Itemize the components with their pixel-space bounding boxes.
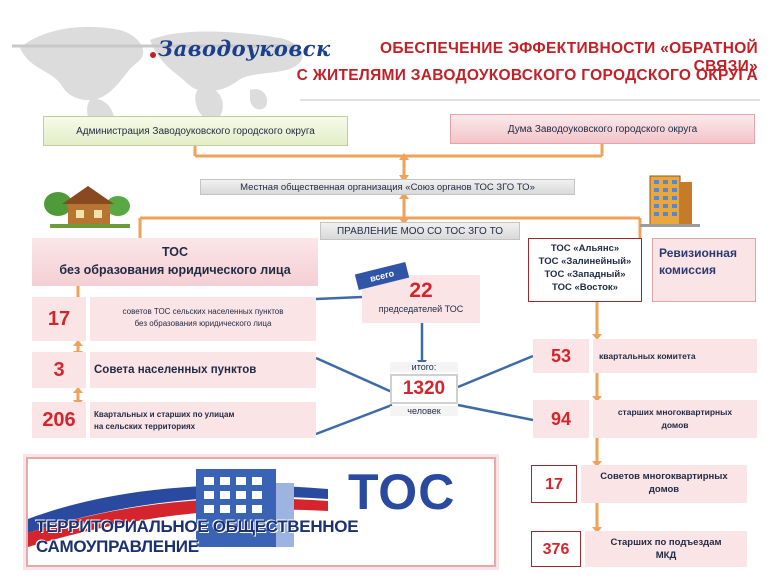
revision-line2: комиссия <box>659 263 716 277</box>
row-label: квартальных комитета <box>593 339 757 373</box>
row-label: Старших по подъездам МКД <box>585 531 747 567</box>
blue-swoosh <box>28 485 328 533</box>
red-swoosh <box>28 498 328 547</box>
total-caption: итого: <box>390 362 458 372</box>
row-label-line1: Квартальных и старших по улицам <box>94 410 235 419</box>
tos-banner: ТОС ТЕРРИТОРИАЛЬНОЕ ОБЩЕСТВЕННОЕ САМОУПР… <box>26 457 496 567</box>
row-label-line1: старших многоквартирных <box>617 407 733 417</box>
tos-list-item: ТОС «Западный» <box>544 269 626 280</box>
row-label: Советов многоквартирных домов <box>581 465 747 503</box>
building-icon <box>640 175 700 227</box>
row-value: 17 <box>531 465 577 503</box>
right-row-block-committees: 53 квартальных комитета <box>533 339 757 373</box>
banner-tos-text: ТОС <box>348 464 456 520</box>
logo-dot <box>150 52 156 58</box>
row-label: старших многоквартирных домов <box>593 400 757 438</box>
right-row-entrance-elders: 376 Старших по подъездам МКД <box>531 531 747 567</box>
row-label-line1: советов ТОС сельских населенных пунктов <box>122 307 284 316</box>
tos-without-legal-entity-box: ТОС без образования юридического лица <box>32 238 318 286</box>
tos-list-item: ТОС «Альянс» <box>550 243 620 254</box>
total-unit: человек <box>390 406 458 416</box>
row-value: 53 <box>533 339 589 373</box>
moo-box: Местная общественная организация «Союз о… <box>200 179 575 195</box>
page-title-line1: ОБЕСПЕЧЕНИЕ ЭФФЕКТИВНОСТИ «ОБРАТНОЙ СВЯЗ… <box>379 40 758 75</box>
row-label-line2: домов <box>648 484 680 495</box>
row-label-line2: на сельских территориях <box>94 422 196 431</box>
administration-box: Администрация Заводоуковского городского… <box>43 116 348 146</box>
row-label: советов ТОС сельских населенных пунктов … <box>90 297 316 341</box>
right-row-building-councils: 17 Советов многоквартирных домов <box>531 465 747 503</box>
revision-commission-box: Ревизионная комиссия <box>652 238 756 302</box>
tos-list-item: ТОС «Залинейный» <box>538 256 632 267</box>
row-label: Совета населенных пунктов <box>90 352 316 388</box>
row-label-line2: МКД <box>655 550 677 561</box>
chairs-label: председателей ТОС <box>378 304 464 314</box>
total-box: итого: 1320 человек <box>390 362 458 428</box>
city-logo: Заводоуковск <box>158 36 331 61</box>
tos-list-item: ТОС «Восток» <box>552 282 618 293</box>
left-row-street-elders: 206 Квартальных и старших по улицам на с… <box>32 402 316 438</box>
chairs-box: 22 председателей ТОС <box>362 275 480 323</box>
row-label: Квартальных и старших по улицам на сельс… <box>90 402 316 438</box>
banner-graphic <box>28 469 328 547</box>
revision-line1: Ревизионная <box>659 246 737 260</box>
page-title-line2: С ЖИТЕЛЯМИ ЗАВОДОУКОВСКОГО ГОРОДСКОГО ОК… <box>296 67 758 84</box>
row-value: 94 <box>533 400 589 438</box>
row-value: 17 <box>32 297 86 341</box>
building-logo <box>196 469 294 547</box>
left-row-councils: 17 советов ТОС сельских населенных пункт… <box>32 297 316 341</box>
row-label-line2: домов <box>661 420 689 430</box>
row-label-line1: Старших по подъездам <box>610 537 722 548</box>
tos-title-line2: без образования юридического лица <box>59 263 291 277</box>
banner-caption: ТЕРРИТОРИАЛЬНОЕ ОБЩЕСТВЕННОЕ САМОУПРАВЛЕ… <box>36 517 359 556</box>
row-value: 206 <box>32 402 86 438</box>
row-value: 376 <box>531 531 581 567</box>
left-row-settlement-councils: 3 Совета населенных пунктов <box>32 352 316 388</box>
row-value: 3 <box>32 352 86 388</box>
row-label-line2: без образования юридического лица <box>134 319 272 328</box>
duma-box: Дума Заводоуковского городского округа <box>450 114 755 144</box>
chairs-value: 22 <box>409 279 433 302</box>
board-box: ПРАВЛЕНИЕ МОО СО ТОС ЗГО ТО <box>320 222 520 240</box>
house-icon <box>44 186 130 228</box>
blue-connectors <box>315 295 534 436</box>
total-value: 1320 <box>390 374 458 404</box>
right-row-building-elders: 94 старших многоквартирных домов <box>533 400 757 438</box>
tos-title-line1: ТОС <box>161 245 189 259</box>
tos-list-box: ТОС «Альянс» ТОС «Залинейный» ТОС «Запад… <box>528 238 642 302</box>
row-label-line1: Советов многоквартирных <box>600 471 728 482</box>
